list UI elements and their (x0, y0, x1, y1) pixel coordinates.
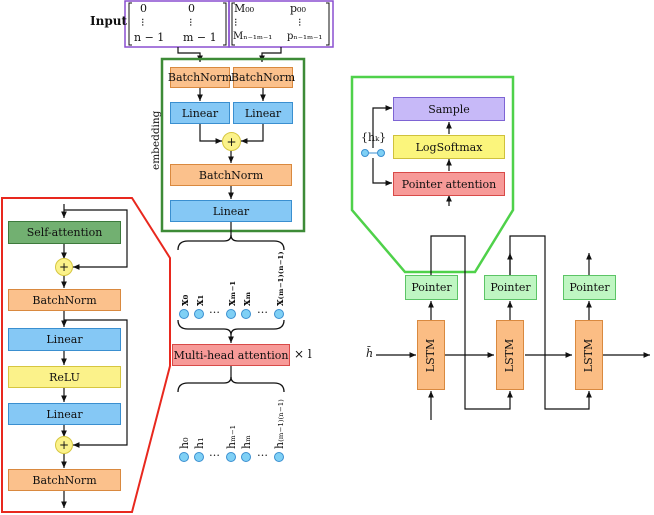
encoder-frame (1, 197, 171, 513)
input-left-cell: 0 (140, 2, 147, 15)
brace-bottom (177, 376, 285, 393)
token-bottom-label: hₘ (240, 435, 253, 449)
embedding-batchnorm-left: BatchNorm (168, 67, 232, 88)
input-right-cell: M₀₀ (234, 2, 255, 15)
token-top-ellipsis: … (257, 303, 268, 316)
token-top-label: x₁ (193, 294, 206, 306)
input-right-cell: p₀₀ (290, 2, 306, 15)
input-left-cell: ⁝ (189, 16, 193, 29)
encoder-linear-1: Linear (8, 328, 121, 351)
input-left-cell: n − 1 (134, 31, 165, 44)
input-brackets (128, 2, 330, 46)
token-bottom-label: h₀ (178, 437, 191, 450)
multihead-attention-box: Multi-head attention (172, 344, 290, 366)
token-top-ellipsis: … (209, 303, 220, 316)
hk-circles (361, 149, 385, 157)
decoder-hk-label: {hₖ} (361, 131, 387, 144)
embedding-linear-bottom: Linear (170, 200, 292, 222)
encoder-self-attention: Self-attention (8, 221, 121, 244)
decoder-pointer-2: Pointer (484, 275, 537, 300)
encoder-plus-1: + (55, 258, 73, 276)
input-right-cell: ⁝ (298, 16, 302, 29)
decoder-sample: Sample (393, 97, 505, 121)
lstm-label: LSTM (582, 338, 596, 372)
encoder-batchnorm-1: BatchNorm (8, 289, 121, 311)
multihead-repeat: × l (294, 347, 312, 361)
embedding-linear-right: Linear (233, 102, 293, 124)
lstm-label: LSTM (503, 338, 517, 372)
embedding-batchnorm-right: BatchNorm (231, 67, 295, 88)
embedding-batchnorm-bottom: BatchNorm (170, 164, 292, 186)
encoder-linear-2: Linear (8, 403, 121, 425)
decoder-frame (350, 75, 515, 274)
token-top-label: xₘ (240, 291, 253, 306)
lstm-label: LSTM (424, 338, 438, 372)
encoder-batchnorm-2: BatchNorm (8, 469, 121, 491)
token-bottom-ellipsis: … (257, 446, 268, 459)
embedding-label: embedding (150, 110, 162, 170)
decoder-pointer-attention: Pointer attention (393, 172, 505, 196)
token-bottom-label: hₘ₋₁ (225, 424, 238, 449)
token-top-label: x₍ₘ₋₁₎₍ₙ₋₁₎ (273, 251, 286, 306)
input-label: Input (90, 14, 127, 28)
decoder-hbar-label: h̄ (366, 347, 374, 360)
token-bottom-label: h₁ (193, 437, 206, 450)
encoder-plus-2: + (55, 436, 73, 454)
decoder-lstm-3: LSTM (575, 320, 603, 390)
input-right-cell: pₙ₋₁ₘ₋₁ (287, 31, 323, 42)
token-circles-bottom (179, 452, 284, 462)
embedding-plus: + (222, 132, 241, 151)
token-bottom-label: h₍ₘ₋₁₎₍ₙ₋₁₎ (273, 399, 286, 449)
encoder-relu: ReLU (8, 366, 121, 388)
brace-mid (177, 319, 285, 336)
decoder-pointer-1: Pointer (405, 275, 458, 300)
decoder-pointer-3: Pointer (563, 275, 616, 300)
embedding-linear-left: Linear (170, 102, 230, 124)
embedding-frame (160, 57, 306, 233)
token-circles-top (179, 309, 284, 319)
token-top-label: x₀ (178, 294, 191, 306)
decoder-lstm-2: LSTM (496, 320, 524, 390)
input-right-cell: Mₙ₋₁ₘ₋₁ (233, 31, 273, 42)
brace-top (177, 234, 285, 251)
decoder-logsoftmax: LogSoftmax (393, 135, 505, 159)
decoder-lstm-1: LSTM (417, 320, 445, 390)
input-left-cell: m − 1 (183, 31, 217, 44)
token-bottom-ellipsis: … (209, 446, 220, 459)
input-left-cell: ⁝ (141, 16, 145, 29)
input-left-cell: 0 (188, 2, 195, 15)
input-right-cell: ⁝ (234, 16, 238, 29)
token-top-label: xₘ₋₁ (225, 280, 238, 306)
